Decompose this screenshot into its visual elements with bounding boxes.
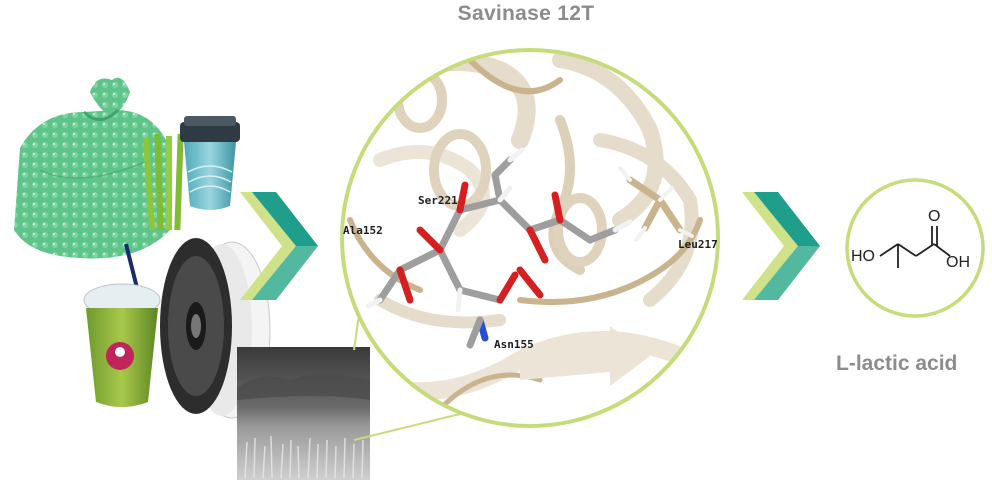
- arrow-chevron-1-icon: [240, 192, 318, 300]
- zoom-circle-border: [340, 48, 720, 428]
- smoothie-cup-icon: [83, 243, 161, 407]
- product-name: L-lactic acid: [836, 352, 958, 375]
- lactic-acid-structure: [879, 226, 951, 268]
- arrow-chevron-2-icon: [742, 192, 820, 300]
- residue-label-ala152: Ala152: [343, 224, 383, 237]
- sem-micrograph-image: [237, 347, 370, 480]
- enzyme-title: Savinase 12T: [457, 2, 595, 25]
- plastic-bag-icon: [14, 77, 170, 259]
- straws-icon: [142, 133, 184, 231]
- residue-label-leu217: Leu217: [678, 238, 718, 251]
- atom-label-o: O: [928, 208, 941, 225]
- residue-label-asn155: Asn155: [494, 338, 534, 351]
- atom-label-ho: HO: [851, 248, 875, 265]
- atom-label-oh: OH: [946, 254, 970, 271]
- protein-structure-view: [342, 50, 718, 426]
- product-circle: [845, 178, 985, 318]
- residue-label-ser221: Ser221: [418, 194, 458, 207]
- coffee-cup-icon: [180, 116, 240, 210]
